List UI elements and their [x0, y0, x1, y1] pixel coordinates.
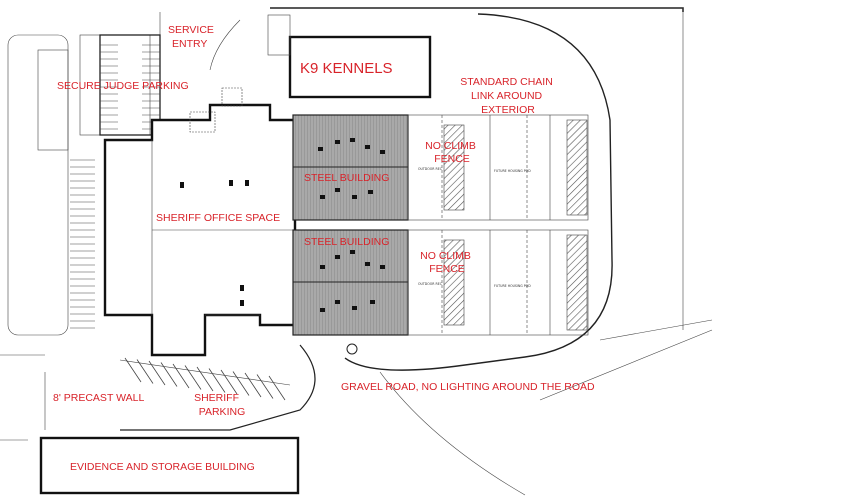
chain-link-label: STANDARD CHAIN LINK AROUND EXTERIOR	[460, 76, 555, 116]
steel-building-north	[292, 114, 409, 221]
steel-building-label-2: STEEL BUILDING	[304, 236, 389, 248]
svg-text:FUTURE HOUSING POD: FUTURE HOUSING POD	[494, 284, 531, 288]
sheriff-office-label: SHERIFF OFFICE SPACE	[156, 212, 280, 224]
steel-building-label-1: STEEL BUILDING	[304, 172, 389, 184]
steel-building-south	[292, 229, 409, 336]
housing-pods: OUTDOOR REC OUTDOOR REC FUTURE HOUSING P…	[407, 114, 589, 336]
evidence-building-label: EVIDENCE AND STORAGE BUILDING	[70, 461, 255, 473]
service-entry-label: SERVICE ENTRY	[168, 24, 217, 50]
site-roads	[0, 7, 713, 496]
gravel-road-label: GRAVEL ROAD, NO LIGHTING AROUND THE ROAD	[341, 381, 595, 393]
steel-building-equipment	[318, 138, 385, 312]
office-furniture	[180, 180, 249, 306]
svg-text:OUTDOOR REC: OUTDOOR REC	[418, 167, 443, 171]
precast-wall-label: 8' PRECAST WALL	[53, 392, 144, 404]
k9-kennels-building	[288, 35, 432, 99]
no-climb-fence-label-1: NO CLIMB FENCE	[425, 140, 479, 165]
no-climb-fence-label-2: NO CLIMB FENCE	[420, 250, 474, 275]
judge-parking-label: SECURE JUDGE PARKING	[57, 80, 189, 92]
k9-kennels-label: K9 KENNELS	[300, 60, 393, 77]
sheriff-parking-label: SHERIFF PARKING	[194, 392, 245, 418]
svg-text:OUTDOOR REC: OUTDOOR REC	[418, 282, 443, 286]
evidence-building	[39, 436, 300, 495]
svg-text:FUTURE HOUSING POD: FUTURE HOUSING POD	[494, 169, 531, 173]
